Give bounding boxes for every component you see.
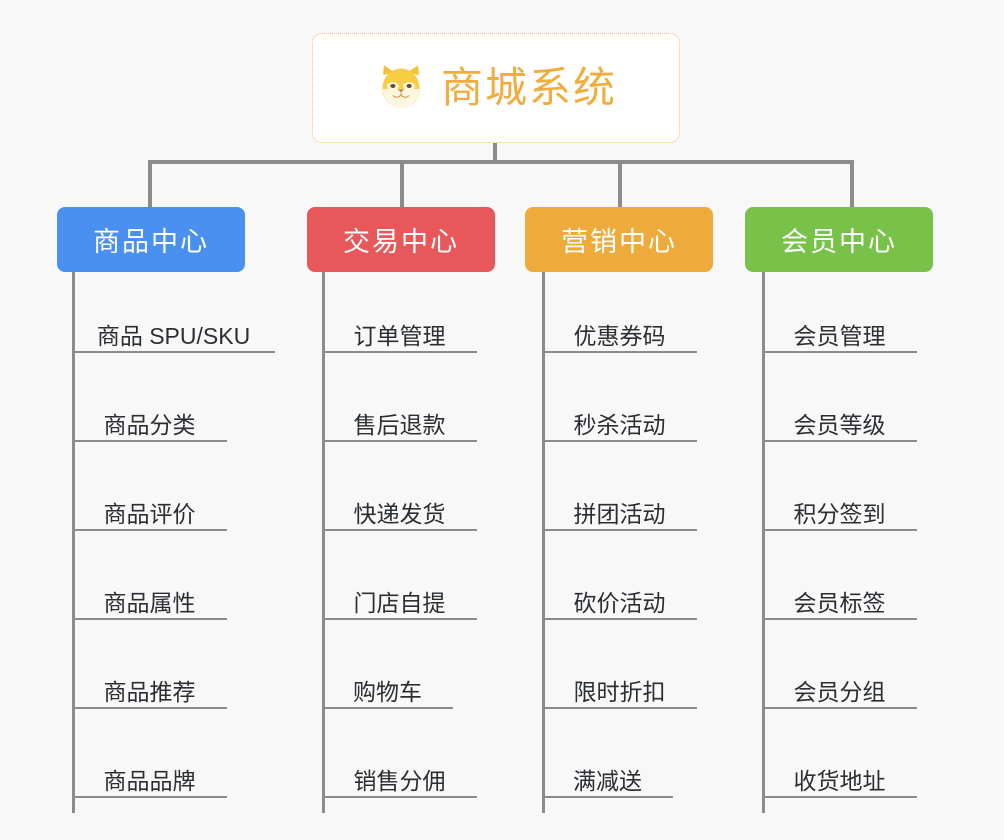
leaf-item[interactable]: 会员等级: [762, 406, 917, 442]
leaf-label: 门店自提: [353, 589, 446, 616]
leaf-item[interactable]: 限时折扣: [542, 673, 697, 709]
leaf-item[interactable]: 售后退款: [322, 406, 477, 442]
leaf-item[interactable]: 商品品牌: [72, 762, 227, 798]
spine-column-1: [72, 272, 75, 813]
leaf-label: 商品属性: [103, 589, 196, 616]
leaf-item[interactable]: 订单管理: [322, 317, 477, 353]
leaf-label: 优惠券码: [573, 322, 666, 349]
leaf-item[interactable]: 会员管理: [762, 317, 917, 353]
leaf-item[interactable]: 会员分组: [762, 673, 917, 709]
leaf-item[interactable]: 商品评价: [72, 495, 227, 531]
category-header-2-label: 交易中心: [343, 227, 459, 257]
leaf-label: 订单管理: [353, 322, 446, 349]
leaf-label: 收货地址: [793, 767, 886, 794]
leaf-label: 拼团活动: [573, 500, 666, 527]
leaf-label: 会员管理: [793, 322, 886, 349]
spine-column-3: [542, 272, 545, 813]
leaf-item[interactable]: 积分签到: [762, 495, 917, 531]
leaf-item[interactable]: 砍价活动: [542, 584, 697, 620]
leaf-label: 快递发货: [353, 500, 446, 527]
category-header-3-label: 营销中心: [561, 227, 677, 257]
connector-drop-1: [148, 160, 152, 207]
leaf-item[interactable]: 收货地址: [762, 762, 917, 798]
connector-bus-bar: [148, 160, 854, 164]
category-header-1-label: 商品中心: [93, 227, 209, 257]
leaf-label: 商品分类: [103, 411, 196, 438]
leaf-item[interactable]: 快递发货: [322, 495, 477, 531]
category-header-1[interactable]: 商品中心: [57, 207, 245, 272]
leaf-item[interactable]: 商品推荐: [72, 673, 227, 709]
leaf-label: 售后退款: [353, 411, 446, 438]
root-title: 商城系统: [440, 64, 617, 111]
leaf-item[interactable]: 会员标签: [762, 584, 917, 620]
category-header-4[interactable]: 会员中心: [745, 207, 933, 272]
leaf-label: 限时折扣: [573, 678, 666, 705]
shiba-dog-face-icon: [382, 65, 420, 108]
connector-drop-4: [850, 160, 854, 207]
leaf-label: 商品评价: [103, 500, 196, 527]
connector-drop-3: [618, 160, 622, 207]
leaf-item[interactable]: 商品 SPU/SKU: [72, 317, 275, 353]
leaf-label: 商品推荐: [103, 678, 196, 705]
leaf-label: 购物车: [353, 678, 422, 705]
leaf-label: 商品品牌: [103, 767, 196, 794]
leaf-item[interactable]: 商品分类: [72, 406, 227, 442]
leaf-label: 会员等级: [793, 411, 886, 438]
leaf-label: 商品 SPU/SKU: [96, 322, 251, 349]
leaf-item[interactable]: 拼团活动: [542, 495, 697, 531]
spine-column-2: [322, 272, 325, 813]
leaf-item[interactable]: 满减送: [542, 762, 673, 798]
category-header-4-label: 会员中心: [781, 227, 897, 257]
leaf-label: 砍价活动: [573, 589, 666, 616]
leaf-label: 积分签到: [793, 500, 886, 527]
spine-column-4: [762, 272, 765, 813]
leaf-label: 销售分佣: [353, 767, 446, 794]
root-node[interactable]: 商城系统: [312, 33, 680, 143]
leaf-item[interactable]: 商品属性: [72, 584, 227, 620]
leaf-label: 满减送: [573, 767, 642, 794]
leaf-item[interactable]: 购物车: [322, 673, 453, 709]
category-header-3[interactable]: 营销中心: [525, 207, 713, 272]
leaf-item[interactable]: 销售分佣: [322, 762, 477, 798]
leaf-label: 会员标签: [793, 589, 886, 616]
connector-root-stem: [493, 143, 497, 164]
leaf-label: 秒杀活动: [573, 411, 666, 438]
category-header-2[interactable]: 交易中心: [307, 207, 495, 272]
connector-drop-2: [400, 160, 404, 207]
leaf-item[interactable]: 门店自提: [322, 584, 477, 620]
leaf-item[interactable]: 优惠券码: [542, 317, 697, 353]
leaf-item[interactable]: 秒杀活动: [542, 406, 697, 442]
leaf-label: 会员分组: [793, 678, 886, 705]
